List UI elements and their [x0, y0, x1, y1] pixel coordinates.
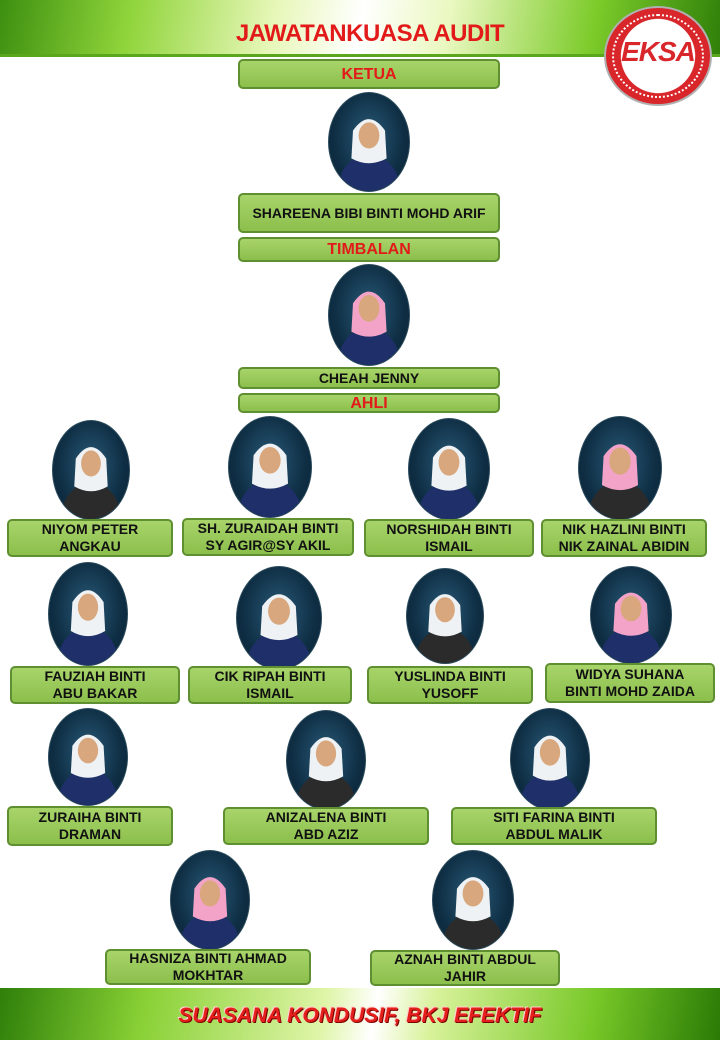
- logo-ring: [612, 14, 704, 98]
- member-name: FAUZIAH BINTI ABU BAKAR: [10, 666, 180, 704]
- portrait-silhouette: [414, 594, 476, 663]
- portrait-silhouette: [60, 447, 122, 519]
- member-photo: [590, 566, 672, 664]
- top-banner: [0, 0, 720, 57]
- portrait-silhouette: [599, 592, 663, 663]
- member-name: SH. ZURAIDAH BINTI SY AGIR@SY AKIL: [182, 518, 354, 556]
- member-name: NIYOM PETER ANGKAU: [7, 519, 173, 557]
- member-name: YUSLINDA BINTI YUSOFF: [367, 666, 533, 704]
- deputy-photo: [328, 264, 410, 366]
- member-name: CIK RIPAH BINTI ISMAIL: [188, 666, 352, 704]
- member-photo: [286, 710, 366, 810]
- deputy-name: CHEAH JENNY: [238, 367, 500, 389]
- portrait-silhouette: [337, 291, 401, 365]
- page-title: JAWATANKUASA AUDIT: [235, 20, 505, 47]
- members-heading: AHLI: [238, 393, 500, 413]
- deputy-heading: TIMBALAN: [238, 237, 500, 262]
- member-name: ZURAIHA BINTI DRAMAN: [7, 806, 173, 846]
- member-photo: [510, 708, 590, 810]
- portrait-silhouette: [245, 594, 313, 669]
- eksa-logo: EKSA: [604, 6, 712, 106]
- member-name: NIK HAZLINI BINTI NIK ZAINAL ABIDIN: [541, 519, 707, 557]
- portrait-silhouette: [237, 443, 303, 517]
- member-photo: [406, 568, 484, 664]
- portrait-silhouette: [178, 877, 242, 949]
- member-name: SITI FARINA BINTI ABDUL MALIK: [451, 807, 657, 845]
- member-name: AZNAH BINTI ABDUL JAHIR: [370, 950, 560, 986]
- portrait-silhouette: [518, 735, 582, 809]
- member-photo: [48, 708, 128, 806]
- portrait-silhouette: [56, 590, 120, 665]
- chair-heading: KETUA: [238, 59, 500, 89]
- portrait-silhouette: [294, 737, 358, 809]
- logo-text: EKSA: [621, 36, 696, 67]
- bottom-banner: [0, 988, 720, 1040]
- member-photo: [236, 566, 322, 670]
- portrait-silhouette: [417, 445, 481, 519]
- member-photo: [432, 850, 514, 950]
- portrait-silhouette: [441, 877, 505, 949]
- chair-photo: [328, 92, 410, 192]
- member-photo: [52, 420, 130, 520]
- footer-motto: SUASANA KONDUSIF, BKJ EFEKTIF: [178, 1004, 542, 1027]
- member-name: WIDYA SUHANA BINTI MOHD ZAIDA: [545, 663, 715, 703]
- chair-name: SHAREENA BIBI BINTI MOHD ARIF: [238, 193, 500, 233]
- portrait-silhouette: [587, 444, 653, 519]
- portrait-silhouette: [56, 734, 120, 805]
- member-name: NORSHIDAH BINTI ISMAIL: [364, 519, 534, 557]
- member-photo: [578, 416, 662, 520]
- member-photo: [48, 562, 128, 666]
- member-name: HASNIZA BINTI AHMAD MOKHTAR: [105, 949, 311, 985]
- portrait-silhouette: [337, 119, 401, 191]
- member-photo: [170, 850, 250, 950]
- member-name: ANIZALENA BINTI ABD AZIZ: [223, 807, 429, 845]
- member-photo: [228, 416, 312, 518]
- member-photo: [408, 418, 490, 520]
